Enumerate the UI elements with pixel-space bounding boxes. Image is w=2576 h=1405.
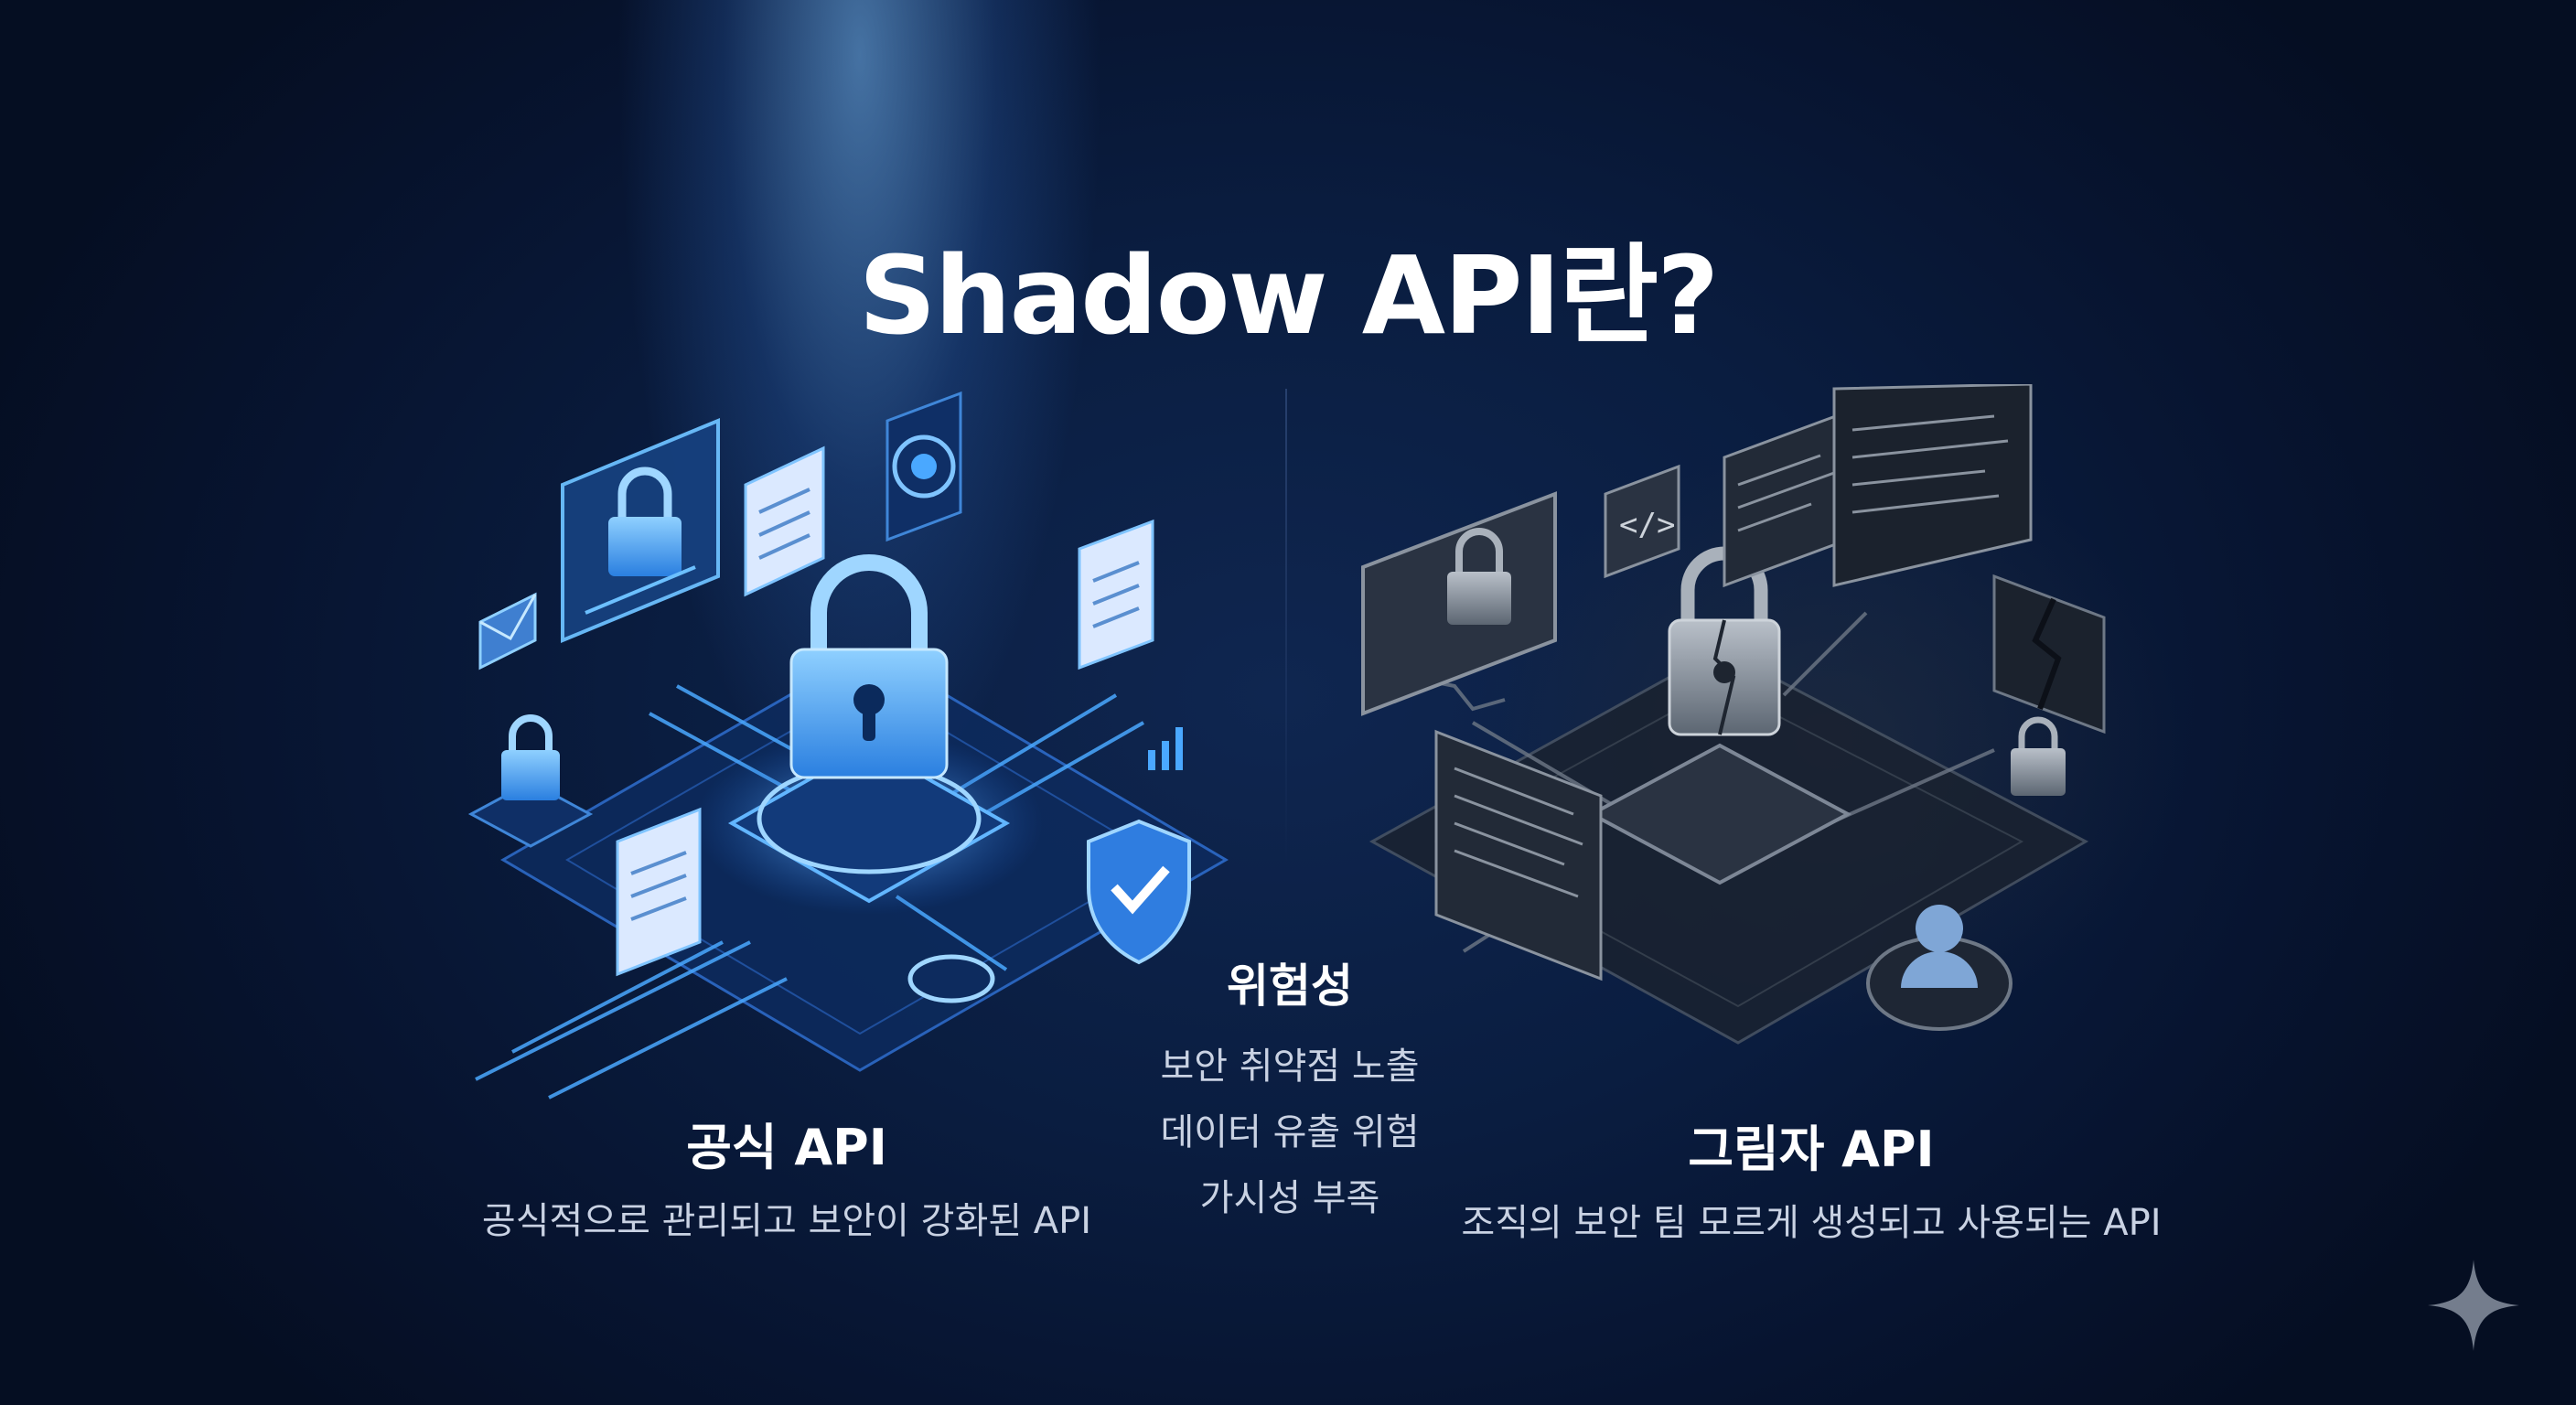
envelope-icon (478, 592, 537, 670)
central-lock-icon (789, 554, 949, 779)
secure-window-panel (561, 418, 720, 643)
shield-check-icon (1087, 819, 1191, 965)
page-title: Shadow API란? (858, 232, 1720, 359)
official-api-illustration (467, 391, 1229, 1099)
document-icon-top (744, 445, 825, 597)
small-lock-icon (467, 714, 594, 848)
risk-heading: 위험성 (1227, 960, 1353, 1013)
shadow-api-description: 조직의 보안 팀 모르게 생성되고 사용되는 API (1461, 1202, 2162, 1244)
code-panel-top (1723, 409, 1850, 588)
document-icon-bottom (616, 807, 702, 977)
official-api-description: 공식적으로 관리되고 보안이 강화된 API (481, 1200, 1092, 1242)
database-disk-icon (907, 954, 995, 1003)
document-icon-right (1078, 519, 1154, 670)
user-avatar-icon (1866, 905, 2012, 1031)
svg-text:</>: </> (1619, 507, 1675, 543)
risk-list: 보안 취약점 노출 데이터 유출 위험 가시성 부족 (1061, 1034, 1519, 1231)
code-panel-bottom-left (1434, 729, 1603, 981)
risk-item: 데이터 유출 위험 (1160, 1111, 1420, 1153)
signal-bars-icon (1148, 727, 1183, 770)
cracked-panel (1992, 574, 2106, 735)
shadow-api-illustration: </> (1361, 384, 2106, 1045)
sparkle-icon (2428, 1260, 2519, 1351)
broken-lock-icon (1668, 546, 1781, 736)
code-panel-right (1832, 384, 2033, 587)
small-broken-lock-icon (2011, 716, 2066, 796)
center-divider (1285, 389, 1287, 864)
shadow-center-pad (1587, 743, 1852, 885)
shadow-api-heading: 그림자 API (1688, 1121, 1935, 1178)
risk-item: 보안 취약점 노출 (1160, 1046, 1420, 1088)
scanner-panel-icon (886, 391, 962, 542)
risk-item: 가시성 부족 (1199, 1177, 1380, 1219)
official-api-heading: 공식 API (686, 1119, 887, 1176)
shadow-window-panel (1361, 491, 1557, 716)
code-tag-icon: </> (1604, 464, 1680, 579)
